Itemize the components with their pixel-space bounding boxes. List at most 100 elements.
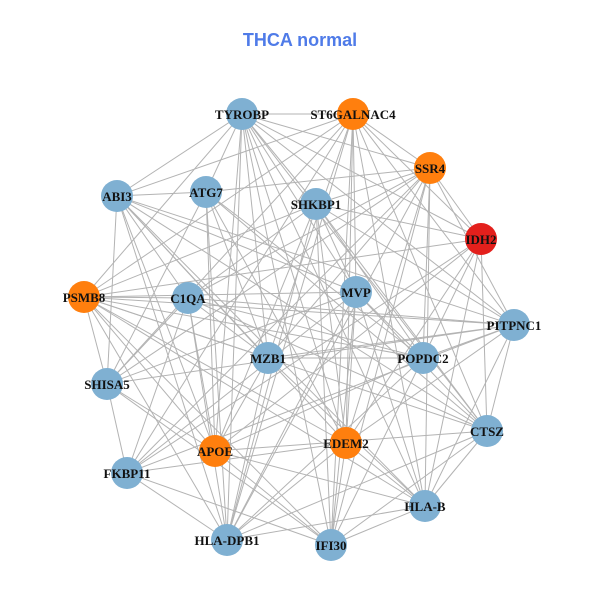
edge: [106, 167, 431, 385]
node-circle[interactable]: [315, 529, 347, 561]
node-ctsz[interactable]: CTSZ: [470, 415, 504, 447]
edge: [345, 324, 515, 444]
edge: [315, 203, 515, 326]
node-circle[interactable]: [172, 282, 204, 314]
node-label: POPDC2: [397, 351, 448, 366]
edge: [267, 167, 431, 359]
edge: [424, 430, 488, 507]
node-circle[interactable]: [226, 98, 258, 130]
edge: [422, 238, 482, 359]
node-circle[interactable]: [409, 490, 441, 522]
edge: [126, 472, 228, 541]
node-circle[interactable]: [337, 98, 369, 130]
node-circle[interactable]: [340, 276, 372, 308]
edge: [106, 324, 515, 385]
node-circle[interactable]: [211, 524, 243, 556]
node-circle[interactable]: [330, 427, 362, 459]
node-shisa5[interactable]: SHISA5: [84, 368, 130, 400]
node-circle[interactable]: [68, 281, 100, 313]
node-label: SSR4: [415, 161, 446, 176]
node-c1qa[interactable]: C1QA: [170, 282, 206, 314]
node-circle[interactable]: [91, 368, 123, 400]
node-tyrobp[interactable]: TYROBP: [215, 98, 269, 130]
node-label: PITPNC1: [487, 318, 542, 333]
node-hla-b[interactable]: HLA-B: [404, 490, 446, 522]
edge: [315, 203, 357, 293]
node-circle[interactable]: [465, 223, 497, 255]
node-apoe[interactable]: APOE: [197, 435, 233, 467]
node-fkbp11[interactable]: FKBP11: [104, 457, 151, 489]
node-circle[interactable]: [111, 457, 143, 489]
edge: [126, 113, 354, 474]
edge: [214, 113, 243, 452]
edge: [83, 296, 426, 507]
node-psmb8[interactable]: PSMB8: [63, 281, 106, 313]
node-label: MVP: [341, 285, 371, 300]
edge: [126, 238, 482, 474]
node-mzb1[interactable]: MZB1: [250, 342, 286, 374]
node-atg7[interactable]: ATG7: [189, 176, 223, 208]
node-circle[interactable]: [300, 188, 332, 220]
node-st6galnac4[interactable]: ST6GALNAC4: [310, 98, 396, 130]
node-abi3[interactable]: ABI3: [101, 180, 133, 212]
edge: [214, 203, 317, 452]
edge: [241, 113, 488, 432]
node-ifi30[interactable]: IFI30: [315, 529, 347, 561]
node-label: HLA-B: [404, 499, 446, 514]
edge: [126, 291, 357, 474]
edge: [83, 296, 347, 444]
edge: [226, 505, 426, 541]
node-circle[interactable]: [101, 180, 133, 212]
edge: [126, 472, 332, 546]
node-label: HLA-DPB1: [195, 533, 260, 548]
edge: [226, 442, 347, 541]
edge: [116, 195, 228, 541]
edge: [241, 113, 332, 546]
node-circle[interactable]: [407, 342, 439, 374]
node-ssr4[interactable]: SSR4: [414, 152, 446, 184]
node-label: C1QA: [170, 291, 206, 306]
edge: [83, 296, 488, 432]
edges: [83, 113, 515, 546]
edge: [83, 113, 354, 298]
edge: [116, 113, 243, 197]
node-label: IDH2: [465, 232, 496, 247]
edge: [126, 324, 515, 474]
edge: [187, 297, 515, 326]
edge: [355, 291, 426, 507]
node-circle[interactable]: [471, 415, 503, 447]
node-circle[interactable]: [190, 176, 222, 208]
node-circle[interactable]: [498, 309, 530, 341]
node-label: CTSZ: [470, 424, 504, 439]
node-idh2[interactable]: IDH2: [465, 223, 497, 255]
edge: [315, 167, 431, 205]
edge: [486, 324, 515, 432]
node-circle[interactable]: [414, 152, 446, 184]
edge: [106, 291, 357, 385]
edge: [330, 167, 431, 546]
edge: [187, 297, 269, 359]
edge: [214, 357, 269, 452]
node-label: PSMB8: [63, 290, 106, 305]
edge: [241, 113, 515, 326]
node-popdc2[interactable]: POPDC2: [397, 342, 449, 374]
edge: [345, 442, 426, 507]
node-shkbp1[interactable]: SHKBP1: [291, 188, 342, 220]
node-edem2[interactable]: EDEM2: [323, 427, 369, 459]
node-circle[interactable]: [199, 435, 231, 467]
edge: [187, 167, 431, 299]
node-mvp[interactable]: MVP: [340, 276, 372, 308]
edge: [226, 357, 424, 541]
node-circle[interactable]: [252, 342, 284, 374]
node-pitpnc1[interactable]: PITPNC1: [487, 309, 542, 341]
edge: [241, 113, 357, 293]
edge: [205, 167, 431, 193]
edge: [330, 291, 357, 546]
edge: [83, 291, 357, 298]
edge: [330, 505, 426, 546]
edge: [315, 203, 332, 546]
edge: [226, 430, 488, 541]
edge: [424, 238, 482, 507]
node-hla-dpb1[interactable]: HLA-DPB1: [195, 524, 260, 556]
